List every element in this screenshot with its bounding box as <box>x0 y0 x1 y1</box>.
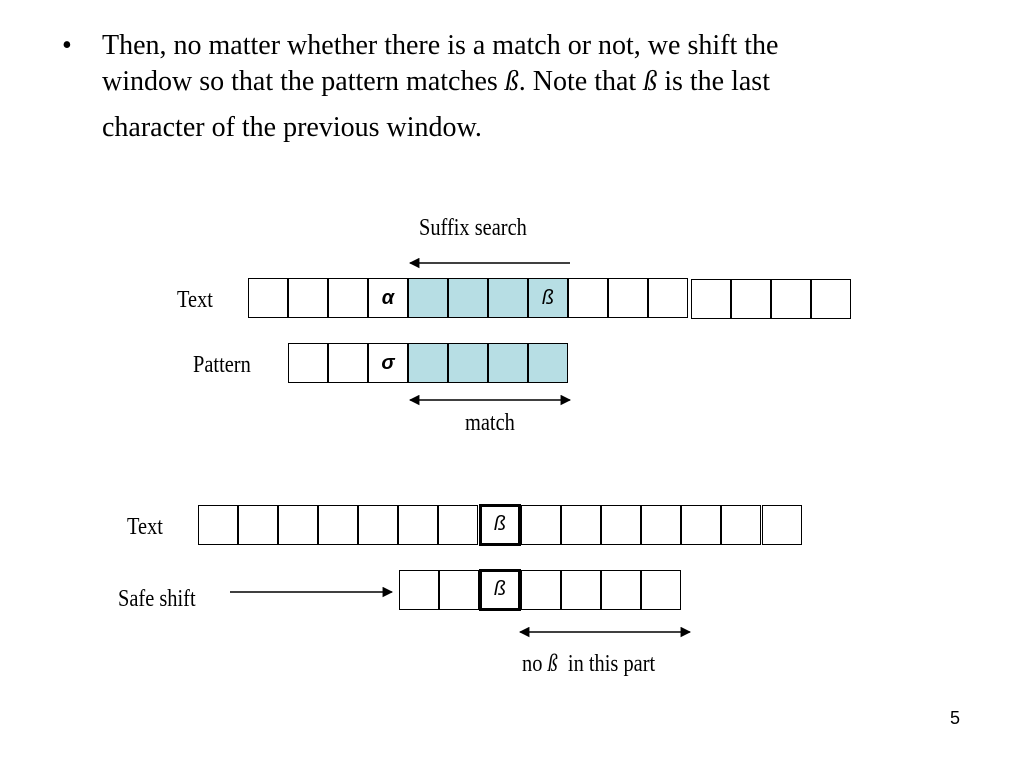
pattern-cell <box>561 570 601 610</box>
beta-cell: ß <box>479 504 521 546</box>
matched-text-cell <box>488 278 528 318</box>
no-beta-label: no ß in this part <box>522 650 655 678</box>
text-cell <box>641 505 681 545</box>
text-cell <box>248 278 288 318</box>
bullet-dot: • <box>62 30 72 61</box>
bullet-line-2: window so that the pattern matches ß. No… <box>102 64 952 100</box>
text-cell <box>691 279 731 319</box>
text-cell <box>328 278 368 318</box>
matched-text-cell <box>448 278 488 318</box>
bullet-line-2-post: is the last <box>657 66 770 97</box>
alpha-cell: α <box>368 278 408 318</box>
safe-shift-label: Safe shift <box>118 586 196 612</box>
beta-symbol: ß <box>643 66 658 97</box>
sigma-cell: σ <box>368 343 408 383</box>
matched-text-cell <box>408 278 448 318</box>
text-cell <box>238 505 278 545</box>
suffix-search-label: Suffix search <box>419 215 527 241</box>
matched-pattern-cell <box>448 343 488 383</box>
beta-symbol: ß <box>547 651 558 677</box>
text-cell <box>721 505 761 545</box>
beta-cell: ß <box>479 569 521 611</box>
no-beta-pre: no <box>522 651 548 677</box>
bullet-line-2-mid: . Note that <box>518 66 644 97</box>
pattern-cell <box>641 570 681 610</box>
text-cell <box>771 279 811 319</box>
pattern-cell <box>521 570 561 610</box>
text-cell <box>681 505 721 545</box>
pattern-cell <box>439 570 479 610</box>
no-beta-post: in this part <box>557 651 656 677</box>
text-cell <box>198 505 238 545</box>
pattern-cell <box>601 570 641 610</box>
text-cell <box>762 505 802 545</box>
bullet-line-3: character of the previous window. <box>102 112 482 143</box>
text-cell <box>568 278 608 318</box>
text-cell <box>521 505 561 545</box>
text-cell <box>731 279 771 319</box>
text-cell <box>811 279 851 319</box>
matched-pattern-cell <box>488 343 528 383</box>
text-cell <box>601 505 641 545</box>
text-cell <box>608 278 648 318</box>
pattern-cell <box>288 343 328 383</box>
text-cell <box>648 278 688 318</box>
text-cell <box>288 278 328 318</box>
page-number: 5 <box>950 708 961 728</box>
bullet-line-1: Then, no matter whether there is a match… <box>102 30 779 61</box>
beta-symbol: ß <box>504 66 519 97</box>
pattern-cell <box>399 570 439 610</box>
match-label: match <box>465 410 515 436</box>
bullet-line-2-pre: window so that the pattern matches <box>102 66 505 97</box>
text-cell <box>561 505 601 545</box>
pattern-label: Pattern <box>193 352 251 378</box>
bottom-text-label: Text <box>127 514 163 540</box>
pattern-cell <box>328 343 368 383</box>
matched-pattern-cell <box>408 343 448 383</box>
text-cell <box>278 505 318 545</box>
text-cell <box>358 505 398 545</box>
top-text-label: Text <box>177 287 213 313</box>
text-cell <box>438 505 478 545</box>
matched-pattern-cell <box>528 343 568 383</box>
beta-cell: ß <box>528 278 568 318</box>
text-cell <box>398 505 438 545</box>
bullet-text: Then, no matter whether there is a match… <box>102 28 952 146</box>
text-cell <box>318 505 358 545</box>
